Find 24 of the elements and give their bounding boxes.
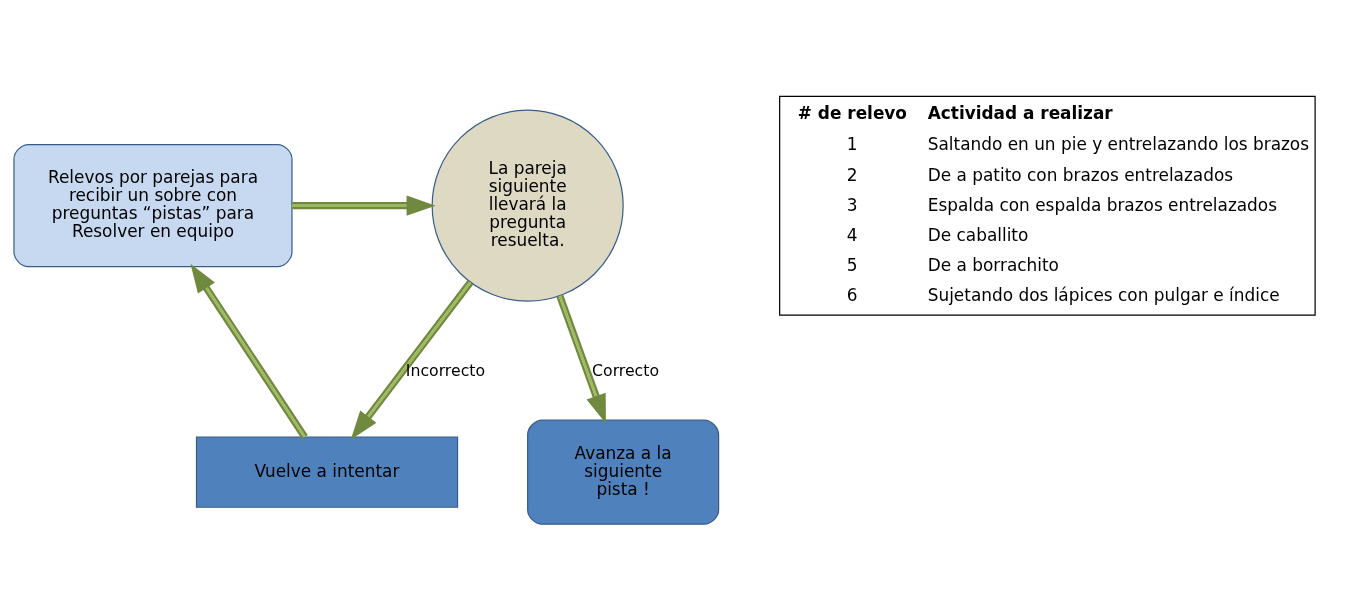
- arrow: [190, 263, 308, 440]
- edge-label: Correcto: [592, 360, 660, 380]
- label: 3: [846, 194, 858, 215]
- node-circle: La pareja siguiente llevará la pregunta resuelta.: [431, 109, 624, 302]
- label: 5: [846, 255, 858, 276]
- arrow: [350, 280, 474, 440]
- label: 1: [846, 134, 858, 155]
- label: 4: [846, 224, 858, 245]
- label: De a borrachito: [927, 255, 1059, 276]
- label: Sujetando dos lápices con pulgar e índice: [927, 285, 1280, 306]
- label: Espalda con espalda brazos entrelazados: [927, 194, 1278, 215]
- label: Saltando en un pie y entrelazando los brazos: [927, 134, 1310, 155]
- label: # de relevo: [797, 102, 908, 123]
- label: 2: [846, 164, 858, 185]
- node-box: Avanza a la siguiente pista !: [527, 419, 720, 525]
- label: Actividad a realizar: [927, 102, 1113, 123]
- arrow: [292, 195, 436, 216]
- label: De a patito con brazos entrelazados: [927, 164, 1234, 185]
- label: 6: [846, 285, 858, 306]
- node-box: Vuelve a intentar: [195, 436, 459, 508]
- arrow: [556, 294, 606, 424]
- edge-label: Incorrecto: [405, 360, 486, 380]
- label: De caballito: [927, 224, 1029, 245]
- node-box: Relevos por parejas para recibir un sobre con preguntas “pistas” para Resolver en equipo: [13, 144, 293, 268]
